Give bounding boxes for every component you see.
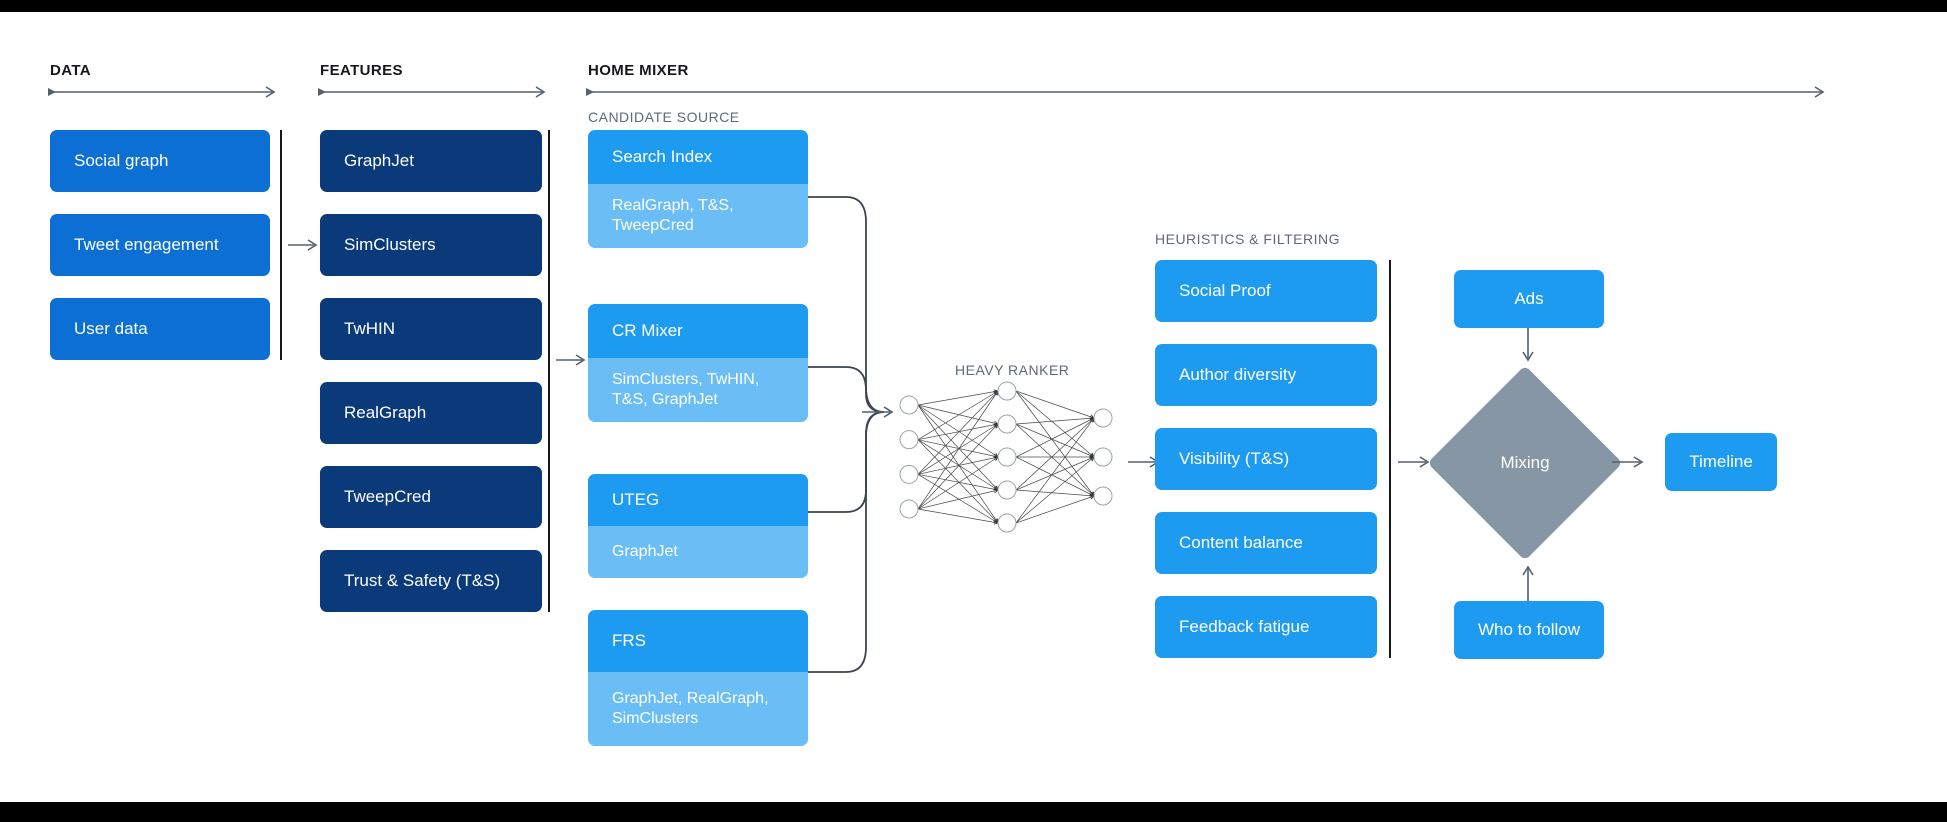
feature-box-simclusters[interactable]: SimClusters bbox=[320, 214, 542, 276]
arrow-ads-to-mixing bbox=[1522, 328, 1534, 362]
heuristic-box-label: Feedback fatigue bbox=[1179, 617, 1310, 636]
arrow-mixing-to-timeline bbox=[1612, 456, 1644, 468]
candidate-source-frs[interactable]: FRS GraphJet, RealGraph, SimClusters bbox=[588, 610, 808, 746]
candidate-source-features: SimClusters, TwHIN, T&S, GraphJet bbox=[588, 358, 808, 422]
feature-box-label: RealGraph bbox=[344, 403, 427, 422]
section-rule-features bbox=[318, 86, 546, 98]
feature-box-twhin[interactable]: TwHIN bbox=[320, 298, 542, 360]
output-box-label: Timeline bbox=[1689, 452, 1753, 471]
feature-box-graphjet[interactable]: GraphJet bbox=[320, 130, 542, 192]
arrow-data-to-features bbox=[288, 239, 318, 251]
section-rule-data bbox=[48, 86, 276, 98]
candidate-source-uteg[interactable]: UTEG GraphJet bbox=[588, 474, 808, 578]
heuristic-box-label: Author diversity bbox=[1179, 365, 1297, 384]
section-title-features: FEATURES bbox=[320, 62, 403, 79]
data-box-label: Tweet engagement bbox=[74, 235, 219, 254]
heuristic-box-label: Visibility (T&S) bbox=[1179, 449, 1290, 468]
arrow-who-to-follow-to-mixing bbox=[1522, 565, 1534, 601]
arrow-candidates-to-ranker bbox=[862, 406, 894, 418]
data-box-user-data[interactable]: User data bbox=[50, 298, 270, 360]
subheader-heavy-ranker: HEAVY RANKER bbox=[955, 362, 1070, 378]
heuristic-box-feedback-fatigue[interactable]: Feedback fatigue bbox=[1155, 596, 1377, 658]
feature-box-label: GraphJet bbox=[344, 151, 414, 170]
heavy-ranker-neural-network bbox=[899, 381, 1113, 533]
heuristic-box-social-proof[interactable]: Social Proof bbox=[1155, 260, 1377, 322]
heuristic-box-content-balance[interactable]: Content balance bbox=[1155, 512, 1377, 574]
section-title-home-mixer: HOME MIXER bbox=[588, 62, 689, 79]
data-box-tweet-engagement[interactable]: Tweet engagement bbox=[50, 214, 270, 276]
divider-features-home bbox=[548, 130, 550, 612]
candidate-source-features: RealGraph, T&S, TweepCred bbox=[588, 184, 808, 248]
divider-data-features bbox=[280, 130, 282, 360]
heuristic-box-author-diversity[interactable]: Author diversity bbox=[1155, 344, 1377, 406]
divider-heuristics-mixing bbox=[1389, 260, 1391, 658]
candidate-source-cr-mixer[interactable]: CR Mixer SimClusters, TwHIN, T&S, GraphJ… bbox=[588, 304, 808, 422]
section-rule-home-mixer bbox=[586, 86, 1825, 98]
feature-box-label: TwHIN bbox=[344, 319, 395, 338]
candidate-source-title: UTEG bbox=[588, 474, 808, 526]
output-box-ads[interactable]: Ads bbox=[1454, 270, 1604, 328]
heuristic-box-visibility[interactable]: Visibility (T&S) bbox=[1155, 428, 1377, 490]
candidate-source-title: CR Mixer bbox=[588, 304, 808, 358]
subheader-heuristics: HEURISTICS & FILTERING bbox=[1155, 231, 1340, 247]
feature-box-trust-safety[interactable]: Trust & Safety (T&S) bbox=[320, 550, 542, 612]
connector-candidates-to-ranker bbox=[808, 196, 885, 673]
feature-box-label: Trust & Safety (T&S) bbox=[344, 571, 501, 590]
candidate-source-features: GraphJet bbox=[588, 526, 808, 578]
diagram-stage: DATA FEATURES HOME MIXER CANDIDATE SOURC… bbox=[0, 12, 1947, 802]
candidate-source-title: Search Index bbox=[588, 130, 808, 184]
candidate-source-title: FRS bbox=[588, 610, 808, 672]
arrow-heuristics-to-mixing bbox=[1398, 456, 1430, 468]
heuristic-box-label: Social Proof bbox=[1179, 281, 1271, 300]
candidate-source-search-index[interactable]: Search Index RealGraph, T&S, TweepCred bbox=[588, 130, 808, 248]
feature-box-label: TweepCred bbox=[344, 487, 431, 506]
output-box-timeline[interactable]: Timeline bbox=[1665, 433, 1777, 491]
arrow-features-to-candidates bbox=[556, 354, 586, 366]
feature-box-realgraph[interactable]: RealGraph bbox=[320, 382, 542, 444]
feature-box-tweepcred[interactable]: TweepCred bbox=[320, 466, 542, 528]
mixing-diamond-label: Mixing bbox=[1500, 453, 1550, 472]
feature-box-label: SimClusters bbox=[344, 235, 436, 254]
data-box-label: User data bbox=[74, 319, 148, 338]
section-title-data: DATA bbox=[50, 62, 92, 79]
output-box-label: Ads bbox=[1514, 289, 1544, 308]
output-box-who-to-follow[interactable]: Who to follow bbox=[1454, 601, 1604, 659]
subheader-candidate-source: CANDIDATE SOURCE bbox=[588, 109, 740, 125]
data-box-social-graph[interactable]: Social graph bbox=[50, 130, 270, 192]
output-box-label: Who to follow bbox=[1477, 620, 1581, 639]
heuristic-box-label: Content balance bbox=[1179, 533, 1303, 552]
candidate-source-features: GraphJet, RealGraph, SimClusters bbox=[588, 672, 808, 746]
data-box-label: Social graph bbox=[74, 151, 169, 170]
